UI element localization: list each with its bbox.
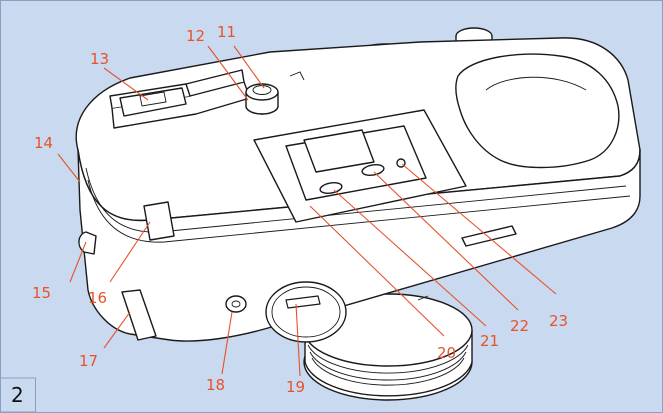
leader-18	[221, 311, 233, 375]
tripod-socket	[225, 295, 247, 313]
leader-21	[333, 189, 487, 327]
callout-23: 23	[549, 312, 568, 330]
callout-21: 21	[480, 332, 499, 350]
strap-lug-top	[289, 71, 305, 81]
leader-19	[295, 303, 301, 377]
lcd-button-right	[361, 164, 385, 176]
lcd-button-left	[319, 182, 343, 194]
leader-22	[373, 171, 519, 311]
callout-16: 16	[88, 289, 107, 307]
body-front-wall	[77, 149, 641, 342]
lcd-display	[303, 129, 375, 173]
leader-23	[401, 163, 557, 295]
figure-number: 2	[11, 383, 24, 407]
side-door	[121, 289, 157, 341]
front-window	[143, 201, 175, 241]
callout-11: 11	[217, 23, 236, 41]
leader-15	[69, 241, 87, 283]
leader-20	[309, 205, 445, 337]
right-slot	[461, 225, 517, 247]
figure-number-tab: 2	[0, 377, 36, 413]
leader-17	[103, 311, 131, 349]
callout-13: 13	[90, 50, 109, 68]
callout-labels: 11 12 13 14 15 16 17 18 19 20 21 22 23	[32, 23, 568, 396]
grip	[455, 53, 620, 169]
leader-12	[207, 45, 249, 101]
callout-22: 22	[510, 317, 529, 335]
viewfinder-window	[119, 87, 187, 117]
callout-14: 14	[34, 134, 53, 152]
callout-15: 15	[32, 284, 51, 302]
battery-cover	[265, 281, 347, 343]
callout-12: 12	[186, 27, 205, 45]
lens-barrel	[303, 293, 473, 401]
leader-16	[109, 221, 151, 283]
leader-13	[103, 67, 149, 101]
shutter-button	[245, 83, 279, 115]
callout-19: 19	[286, 378, 305, 396]
figure-number-box	[0, 377, 36, 413]
leader-11	[233, 45, 265, 89]
leader-14	[57, 153, 81, 183]
body-seam-line-2	[87, 179, 631, 243]
leader-lines	[57, 45, 557, 377]
callout-17: 17	[79, 352, 98, 370]
grip-ridge	[485, 76, 587, 91]
callout-20: 20	[437, 344, 456, 362]
lens-mark	[417, 295, 429, 301]
callout-18: 18	[206, 376, 225, 394]
